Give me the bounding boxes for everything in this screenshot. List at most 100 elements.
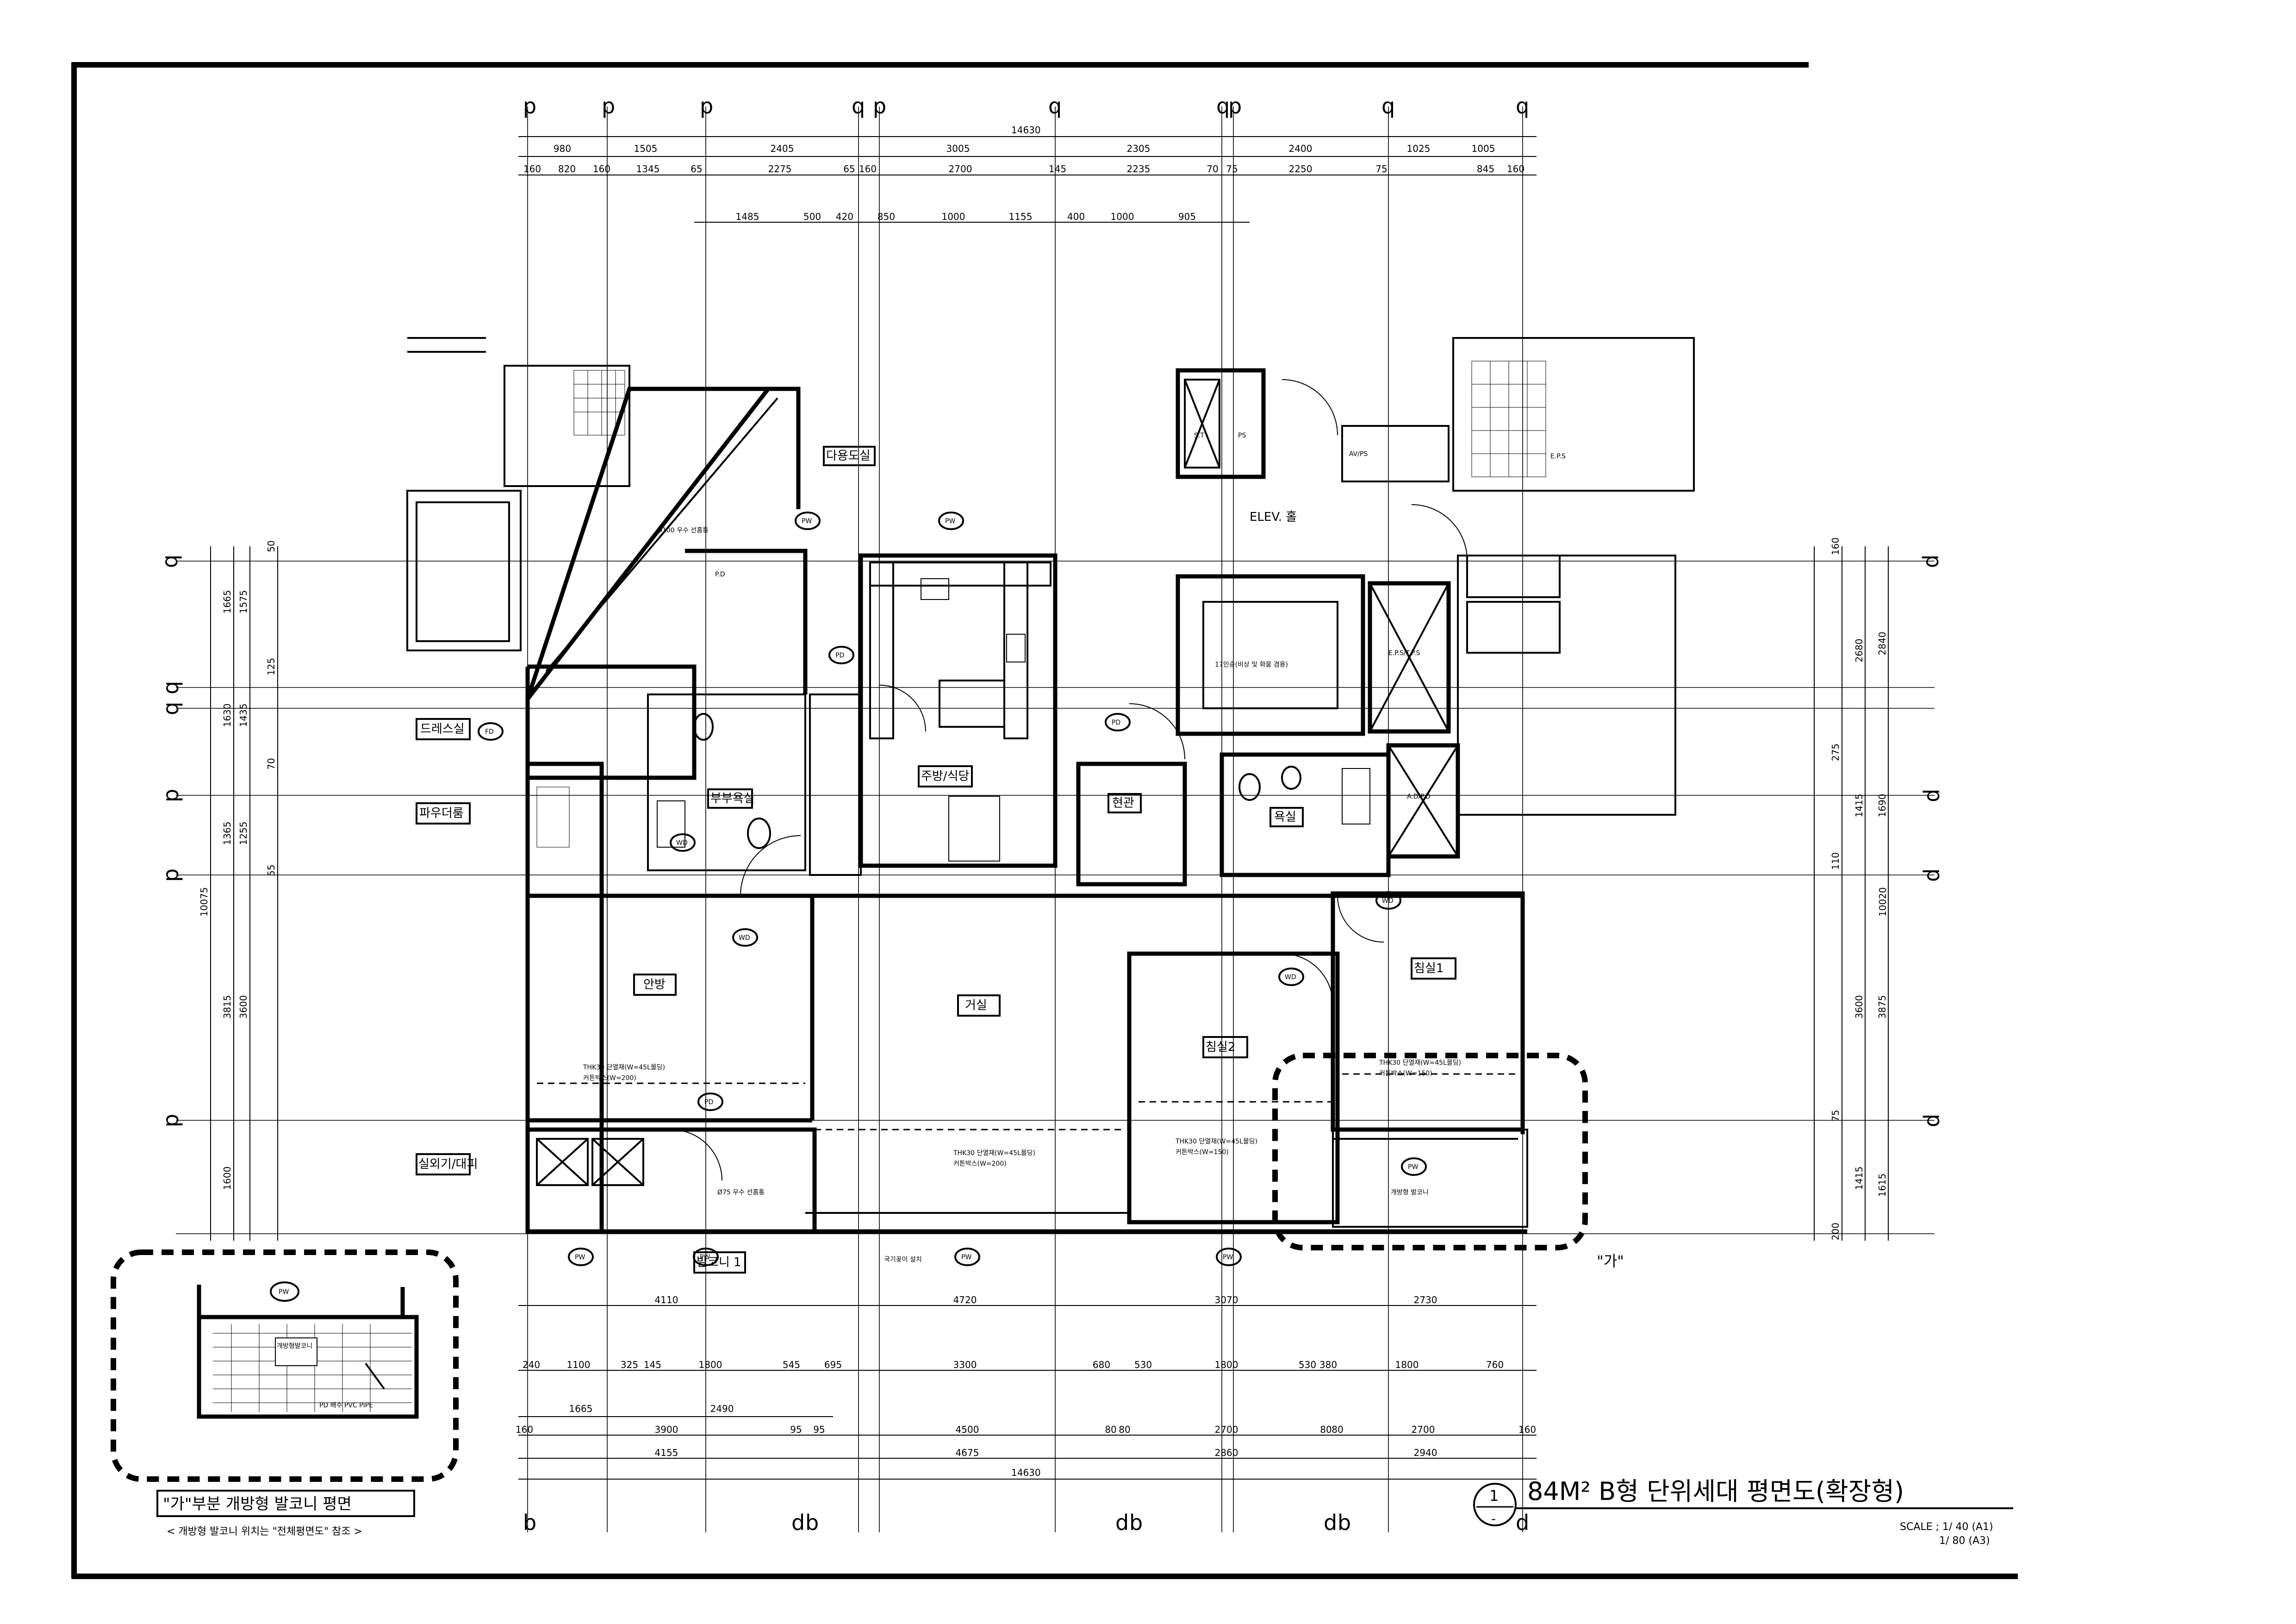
tag-wd-1: WD xyxy=(676,839,688,847)
top-dim-value: 2700 xyxy=(949,163,972,175)
top-dim-value: 845 xyxy=(1477,163,1494,175)
right-dim-value: 275 xyxy=(1830,743,1841,761)
top-dim-value: 2305 xyxy=(1127,143,1151,154)
label-ps: PS xyxy=(1238,432,1246,439)
unit-walls xyxy=(525,549,1527,1234)
room-label-elev-hall: ELEV. 홀 xyxy=(1250,510,1297,524)
svg-text:d: d xyxy=(1919,789,1944,802)
bottom-dimension-lines xyxy=(518,1305,1537,1480)
bottom-dim-value: 80 xyxy=(1105,1424,1116,1435)
detail-marker-ga xyxy=(1272,1053,1588,1250)
bottom-dim-value: 80 xyxy=(1119,1424,1130,1435)
top-dim-value: 820 xyxy=(558,163,576,175)
svg-text:d: d xyxy=(1919,868,1944,882)
left-dim-value: 1365 xyxy=(222,822,233,845)
room-label-multi: 다용도실 xyxy=(826,449,871,463)
svg-text:q: q xyxy=(1048,94,1062,119)
bottom-dim-value: 325 xyxy=(621,1359,638,1370)
right-dim-value: 3600 xyxy=(1854,995,1865,1019)
kitchen-fixtures xyxy=(869,562,1052,862)
room-label-bed2: 침실2 xyxy=(1206,1040,1235,1054)
room-label-dressroom: 드레스실 xyxy=(420,722,465,736)
note-curtain-bed1: 커튼박스(W=150) xyxy=(1379,1070,1432,1077)
top-dim-value: 2400 xyxy=(1289,143,1313,154)
bottom-dim-value: 1100 xyxy=(567,1359,591,1370)
tag-wd-4: WD xyxy=(1382,897,1394,905)
bottom-dim-value: 80 xyxy=(1320,1424,1332,1435)
core-area xyxy=(1176,368,1468,859)
svg-text:q: q xyxy=(1381,94,1395,119)
svg-text:p: p xyxy=(873,94,886,119)
bottom-dim-value: 1800 xyxy=(1215,1359,1238,1370)
note-insulation-master: THK30 단열재(W=45L몰딩) xyxy=(583,1064,665,1071)
top-dim-value: 980 xyxy=(554,143,571,154)
label-eps: E.P.S xyxy=(1550,453,1566,460)
label-epstps: E.P.S/T.P.S xyxy=(1388,650,1420,657)
tag-pw-3: PW xyxy=(575,1254,585,1261)
tag-pw-5: PW xyxy=(961,1254,971,1261)
label-adpd: A.D/P.D xyxy=(1407,793,1431,800)
svg-text:b: b xyxy=(523,1510,536,1535)
top-dim-value: 1345 xyxy=(636,163,660,175)
svg-text:q: q xyxy=(157,555,182,568)
note-insulation-bed2: THK30 단열재(W=45L몰딩) xyxy=(1175,1138,1257,1145)
note-flag-holder: 국기꽂이 설치 xyxy=(884,1256,922,1263)
room-label-bed1: 침실1 xyxy=(1414,962,1444,975)
svg-text:p: p xyxy=(158,1114,183,1127)
right-dim-value: 1690 xyxy=(1877,794,1888,818)
svg-text:d: d xyxy=(1918,555,1943,568)
door-swings xyxy=(671,685,1384,1181)
top-dim-value: 160 xyxy=(1507,163,1524,175)
open-balcony xyxy=(1332,1129,1528,1228)
bottom-dim-value: 680 xyxy=(1093,1359,1110,1370)
room-labels: 드레스실 파우더룸 부부욕실 주방/식당 현관 욕실 다용도실 ELEV. 홀 … xyxy=(416,432,1566,1274)
top-dim-total: 14630 xyxy=(1011,125,1041,136)
note-curtain-master: 커튼박스(W=200) xyxy=(583,1074,636,1082)
svg-text:q: q xyxy=(852,94,865,119)
bottom-dim-value: 1800 xyxy=(1395,1359,1419,1370)
annotation-notes: THK30 단열재(W=45L몰딩) 커튼박스(W=200) THK30 단열재… xyxy=(583,527,1461,1263)
top-dim-value: 65 xyxy=(843,163,855,175)
left-dim-value: 1255 xyxy=(238,822,249,845)
svg-text:d: d xyxy=(1919,1114,1944,1127)
top-dim-value: 160 xyxy=(593,163,610,175)
svg-text:q: q xyxy=(158,702,183,715)
tag-wd-2: WD xyxy=(739,934,750,942)
bottom-dim-value: 4110 xyxy=(655,1294,678,1305)
bottom-dim-value: 760 xyxy=(1486,1359,1504,1370)
svg-text:q: q xyxy=(1516,94,1529,119)
tag-pw-2: PW xyxy=(945,518,955,525)
inset-room-label: 개방형발코니 xyxy=(277,1343,312,1350)
room-label-open-balcony: 개방형 발코니 xyxy=(1391,1189,1429,1196)
top-dim-value: 75 xyxy=(1375,163,1387,175)
bottom-dim-value: 695 xyxy=(824,1359,842,1370)
inset-title: "가"부분 개방형 발코니 평면 xyxy=(163,1495,352,1513)
svg-text:p: p xyxy=(1228,94,1242,119)
svg-text:b: b xyxy=(1129,1510,1143,1535)
right-dim-outer: 10020 xyxy=(1877,887,1888,917)
top-dim-value: 1505 xyxy=(634,143,658,154)
svg-text:q: q xyxy=(1216,94,1230,119)
svg-text:p: p xyxy=(523,94,536,119)
grid-markers-left: q q q p p p xyxy=(157,555,183,1127)
bottom-dim-value: 4675 xyxy=(956,1447,979,1458)
bottom-dim-value: 2490 xyxy=(710,1403,734,1414)
room-label-master-bed: 안방 xyxy=(643,978,666,992)
top-dim-value: 400 xyxy=(1067,211,1085,222)
bottom-dim-value: 3900 xyxy=(655,1424,678,1435)
left-dim-value: 1575 xyxy=(238,590,249,614)
room-label-powder: 파우더룸 xyxy=(419,806,464,820)
bottom-dim-value: 2940 xyxy=(1414,1447,1437,1458)
drawing-title: 84M² B형 단위세대 평면도(확장형) xyxy=(1527,1477,1904,1506)
top-dim-value: 65 xyxy=(691,163,702,175)
